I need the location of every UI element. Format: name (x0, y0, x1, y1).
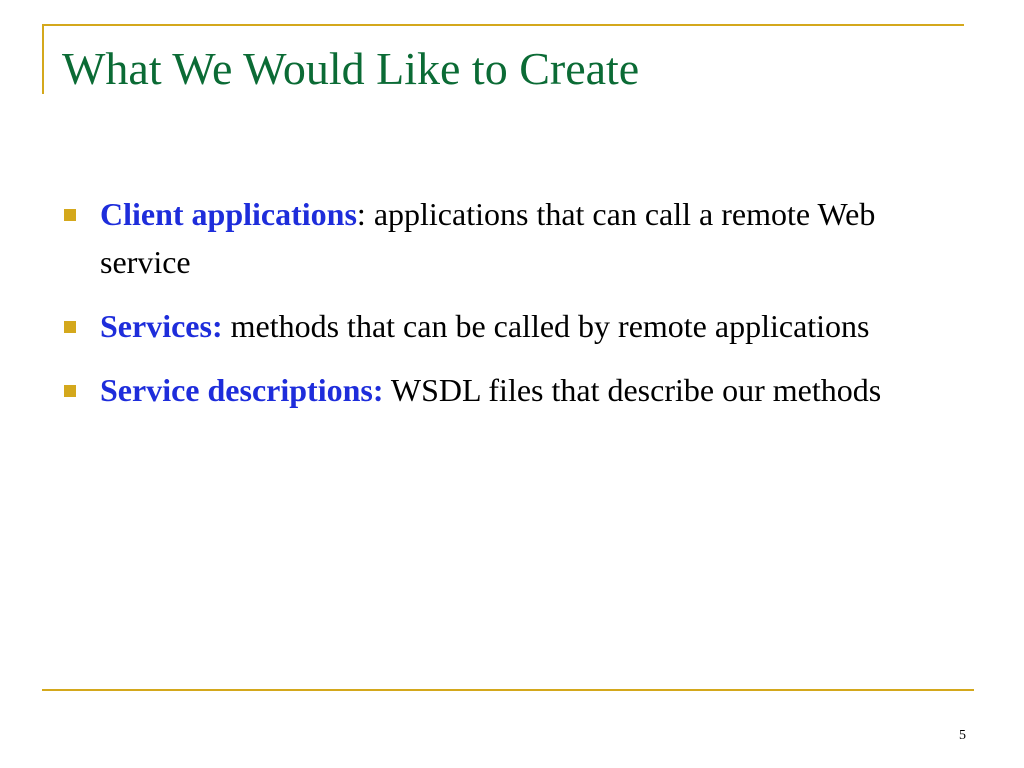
slide-title: What We Would Like to Create (62, 43, 640, 94)
footer-rule (42, 689, 974, 691)
title-top-rule (42, 24, 964, 26)
bullet-item-client-applications: Client applications: applications that c… (62, 190, 942, 286)
square-bullet-icon (64, 321, 76, 333)
bullet-term: Client applications (100, 196, 357, 232)
bullet-text: methods that can be called by remote app… (222, 308, 870, 344)
bullet-item-services: Services: methods that can be called by … (62, 302, 942, 350)
square-bullet-icon (64, 209, 76, 221)
bullet-text: WSDL files that describe our methods (383, 372, 882, 408)
bullet-item-service-descriptions: Service descriptions: WSDL files that de… (62, 366, 942, 414)
page-number: 5 (959, 728, 966, 743)
square-bullet-icon (64, 385, 76, 397)
title-left-rule (42, 24, 44, 94)
bullet-term: Services: (100, 308, 223, 344)
bullet-term: Service descriptions: (100, 372, 384, 408)
bullet-list: Client applications: applications that c… (62, 190, 942, 430)
bullet-separator: : (356, 196, 366, 232)
bullet-text: applications that can call a remote Web … (100, 196, 876, 280)
